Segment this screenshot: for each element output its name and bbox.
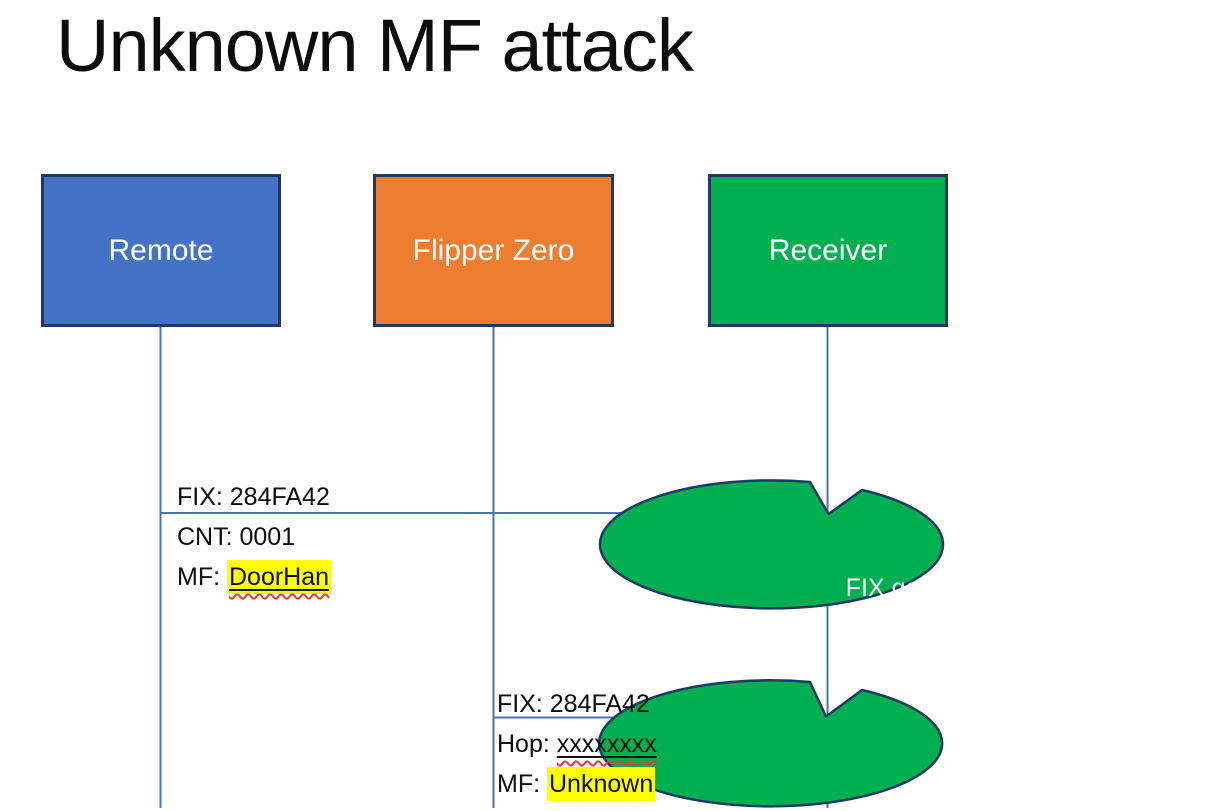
callout-line: “Opened” xyxy=(843,654,950,682)
message-line: FIX: 284FA42 xyxy=(497,690,650,718)
actor-label-receiver: Receiver xyxy=(768,233,888,267)
actor-box-receiver: Receiver xyxy=(708,174,948,327)
callout-line: FIX good xyxy=(845,373,948,401)
message-line: MF: Unknown xyxy=(497,764,657,804)
callout-bubble-1 xyxy=(598,479,945,610)
actor-label-flipper-zero: Flipper Zero xyxy=(412,233,575,267)
callout-bubble-2 xyxy=(597,679,944,808)
callout-line: “Opened” xyxy=(843,453,950,481)
callout-2-text: FIX good CNT is ???? “Opened” xyxy=(725,568,1068,688)
message-2-labels: FIX: 284FA42 Hop: xxxxxxxx MF: Unknown xyxy=(497,684,657,804)
highlighted-text: DoorHan xyxy=(227,560,332,594)
callout-1-text: FIX good CNT 0001 good “Opened” xyxy=(725,367,1068,487)
message-line: MF: DoorHan xyxy=(177,557,332,597)
actor-box-flipper-zero: Flipper Zero xyxy=(373,174,614,327)
message-line: CNT: 0001 xyxy=(177,523,296,551)
callout-line: FIX good xyxy=(845,574,948,602)
actor-box-remote: Remote xyxy=(41,174,281,327)
slide-title: Unknown MF attack xyxy=(56,4,694,87)
message-1-labels: FIX: 284FA42 CNT: 0001 MF: DoorHan xyxy=(177,477,332,597)
message-line: Hop: xxxxxxxx xyxy=(497,730,657,758)
highlighted-text: Unknown xyxy=(547,767,656,801)
callout-line: CNT is ???? xyxy=(827,614,966,642)
message-line: FIX: 284FA42 xyxy=(177,483,330,511)
actor-label-remote: Remote xyxy=(108,233,214,267)
callout-line: CNT 0001 good xyxy=(808,413,985,441)
misspelled-text: xxxxxxxx xyxy=(556,730,657,758)
